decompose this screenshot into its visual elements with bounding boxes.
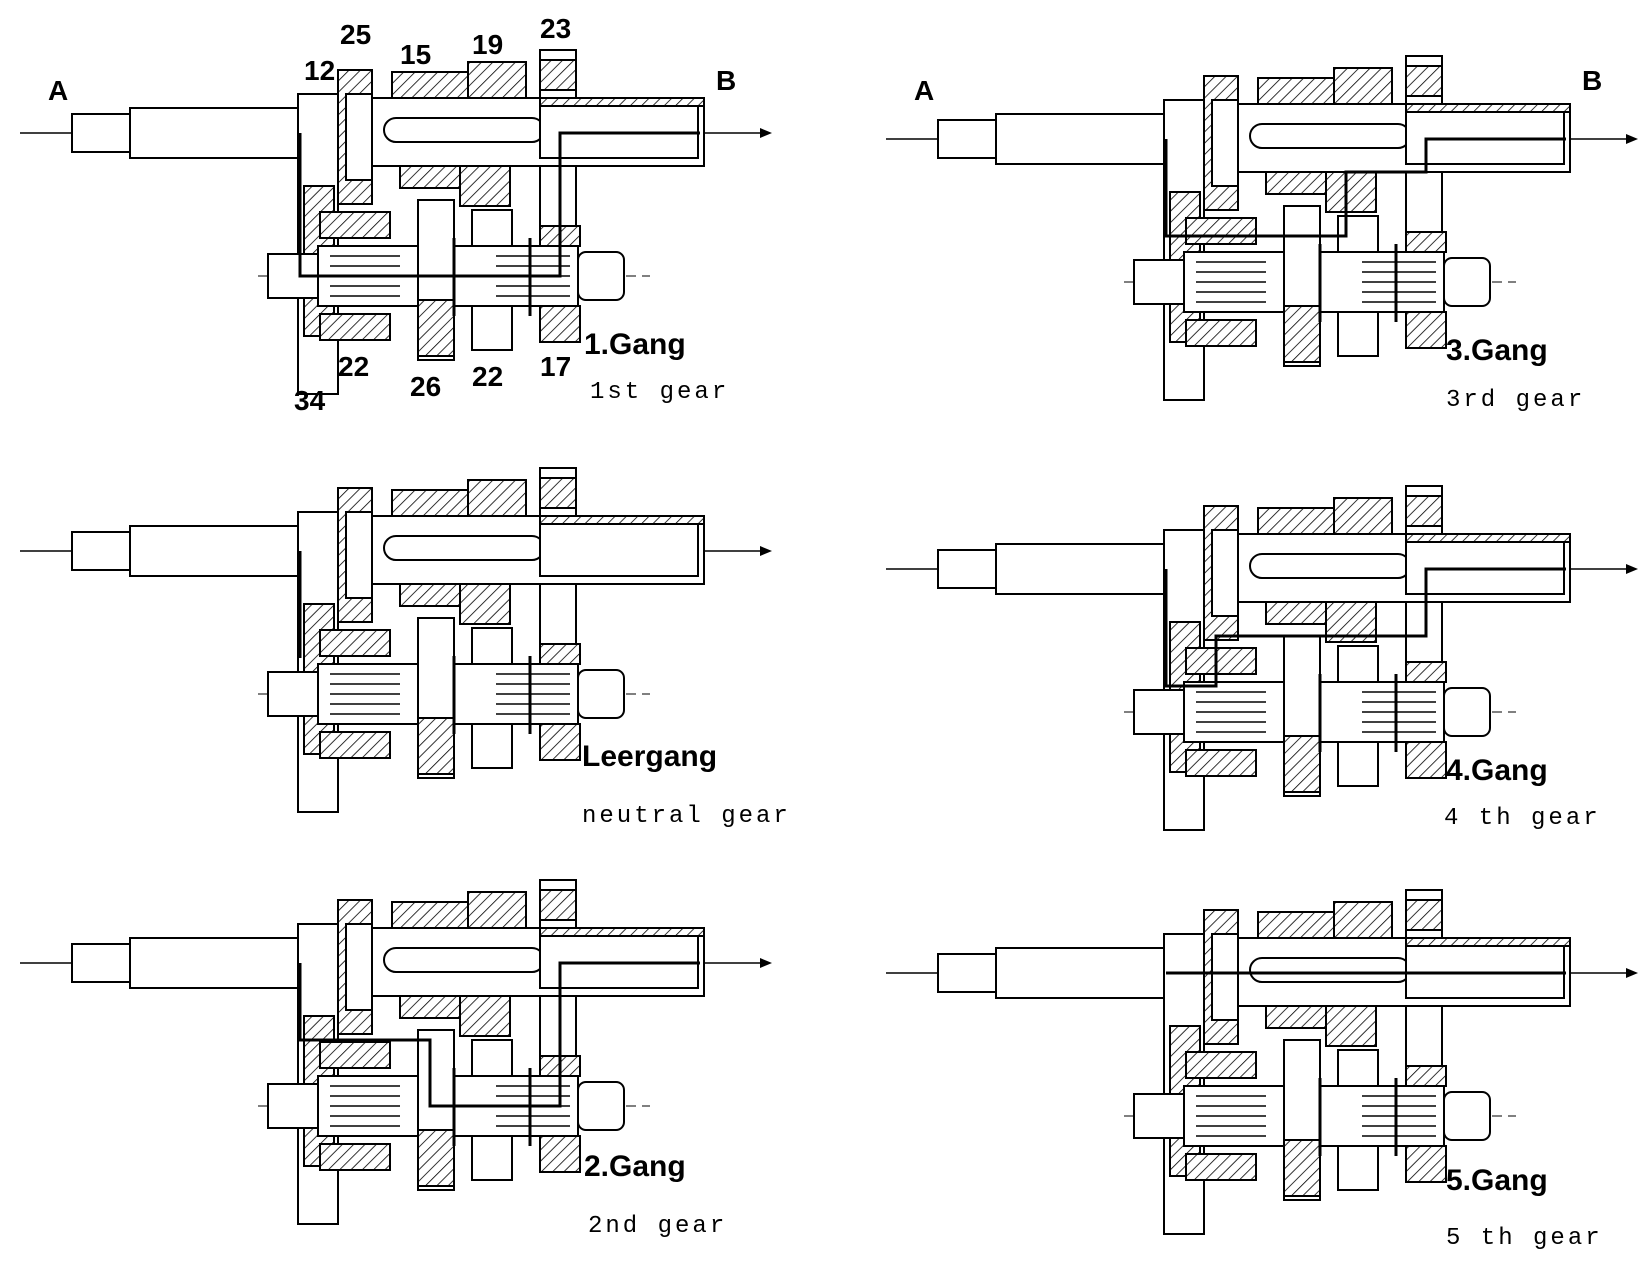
gearbox-section-gear5 [886,889,1638,1235]
part-number-19: 19 [472,29,503,60]
part-number-23: 23 [540,13,571,44]
part-number-22-left: 22 [338,351,369,382]
neutral-label-de: Leergang [582,740,717,773]
end-a-label: A [914,75,934,106]
panel-gear2-labels: 2.Gang 2nd gear [584,1150,727,1240]
panel-neutral-labels: Leergang neutral gear [582,740,791,830]
gear2-label-de: 2.Gang [584,1150,686,1183]
end-b-label: B [1582,65,1602,96]
gearbox-section-gear4 [886,485,1638,831]
part-number-22-right: 22 [472,361,503,392]
part-number-12: 12 [304,55,335,86]
gear3-label-en: 3rd gear [1446,387,1585,414]
gearbox-section-gear1 [20,49,772,395]
gearbox-section-gear3 [886,55,1638,401]
gearbox-section-neutral [20,467,772,813]
part-number-34: 34 [294,385,326,416]
gearbox-section-gear2 [20,879,772,1225]
gear2-label-en: 2nd gear [588,1213,727,1240]
part-number-17: 17 [540,351,571,382]
gear1-label-de: 1.Gang [584,328,686,361]
end-b-label: B [716,65,736,96]
gear4-label-de: 4.Gang [1446,754,1548,787]
gear4-label-en: 4 th gear [1444,805,1601,832]
panel-gear3-labels: A B 3.Gang 3rd gear [914,65,1602,414]
gear1-label-en: 1st gear [590,379,729,406]
gear5-label-de: 5.Gang [1446,1164,1548,1197]
gear3-label-de: 3.Gang [1446,334,1548,367]
part-number-15: 15 [400,39,431,70]
end-a-label: A [48,75,68,106]
part-number-26: 26 [410,371,441,402]
neutral-label-en: neutral gear [582,803,791,830]
panel-gear5-labels: 5.Gang 5 th gear [1446,1164,1603,1252]
panel-gear4-labels: 4.Gang 4 th gear [1444,754,1601,832]
panel-gear1-labels: A B 12 25 15 19 23 22 26 22 17 34 1.Gang… [48,13,736,416]
gear5-label-en: 5 th gear [1446,1225,1603,1252]
part-number-25: 25 [340,19,371,50]
